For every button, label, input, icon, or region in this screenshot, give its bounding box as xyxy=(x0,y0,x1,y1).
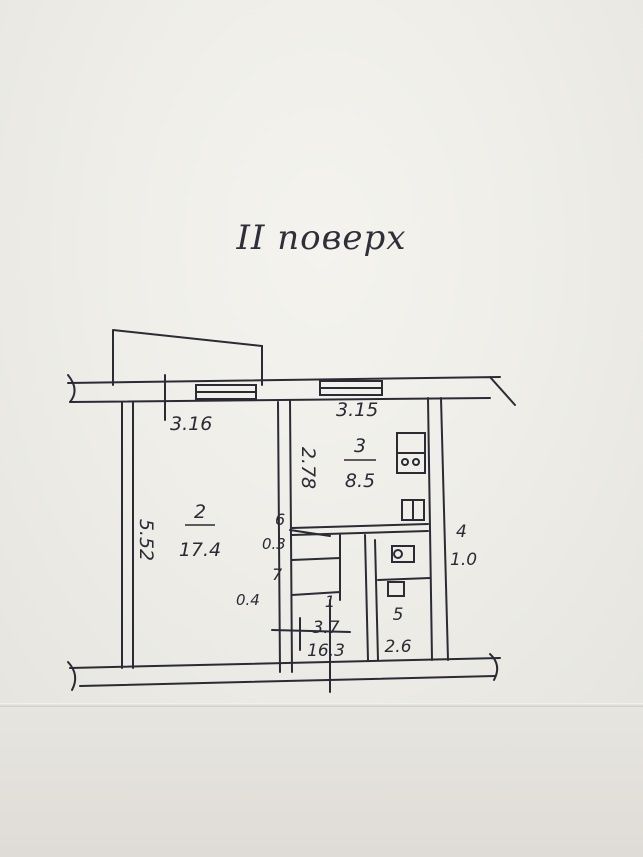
room-6-number: 6 xyxy=(275,510,285,529)
room-4-area: 1.0 xyxy=(450,550,477,570)
washbasin-icon xyxy=(387,581,405,597)
table-surface xyxy=(0,706,643,857)
closets xyxy=(291,534,341,601)
total-area: 16.3 xyxy=(307,641,345,661)
balcony-outline xyxy=(112,329,263,386)
room-3-length: 2.78 xyxy=(297,447,319,489)
paper-sheet xyxy=(0,0,643,706)
room-1-number: 1 xyxy=(325,592,335,611)
room-2-area: 17.4 xyxy=(179,539,221,561)
wall-break-right-bottom xyxy=(489,653,499,681)
room-1-area: 3.7 xyxy=(312,618,339,638)
room-3-width: 3.15 xyxy=(336,399,378,421)
room-2-number: 2 xyxy=(194,501,206,523)
room-2-length: 5.52 xyxy=(135,519,157,561)
floor-plan-drawing: 3.16 2 17.4 5.52 3.15 3 8.5 2.78 6 0.3 7… xyxy=(67,329,516,693)
floor-title: II поверх xyxy=(236,218,407,258)
bottom-wall xyxy=(69,657,501,687)
partition-wall xyxy=(277,399,293,673)
room-7-number: 7 xyxy=(272,565,283,584)
left-wall xyxy=(121,401,134,669)
right-wall xyxy=(427,397,449,661)
room-2-width: 3.16 xyxy=(170,413,212,435)
paper-edge xyxy=(0,703,643,707)
room-3-area: 8.5 xyxy=(345,470,375,492)
room-5-area: 2.6 xyxy=(384,637,411,657)
top-wall xyxy=(67,376,516,406)
wall-break-left-bottom xyxy=(67,661,77,691)
toilet-icon xyxy=(391,545,415,563)
wall-break-left-top xyxy=(67,374,76,403)
room-6-area: 0.3 xyxy=(262,535,286,553)
bath-partition xyxy=(364,534,379,661)
room-3-number: 3 xyxy=(354,435,366,457)
room-5-number: 5 xyxy=(393,605,404,625)
room-4-number: 4 xyxy=(456,522,467,542)
room-7-area: 0.4 xyxy=(236,591,260,609)
